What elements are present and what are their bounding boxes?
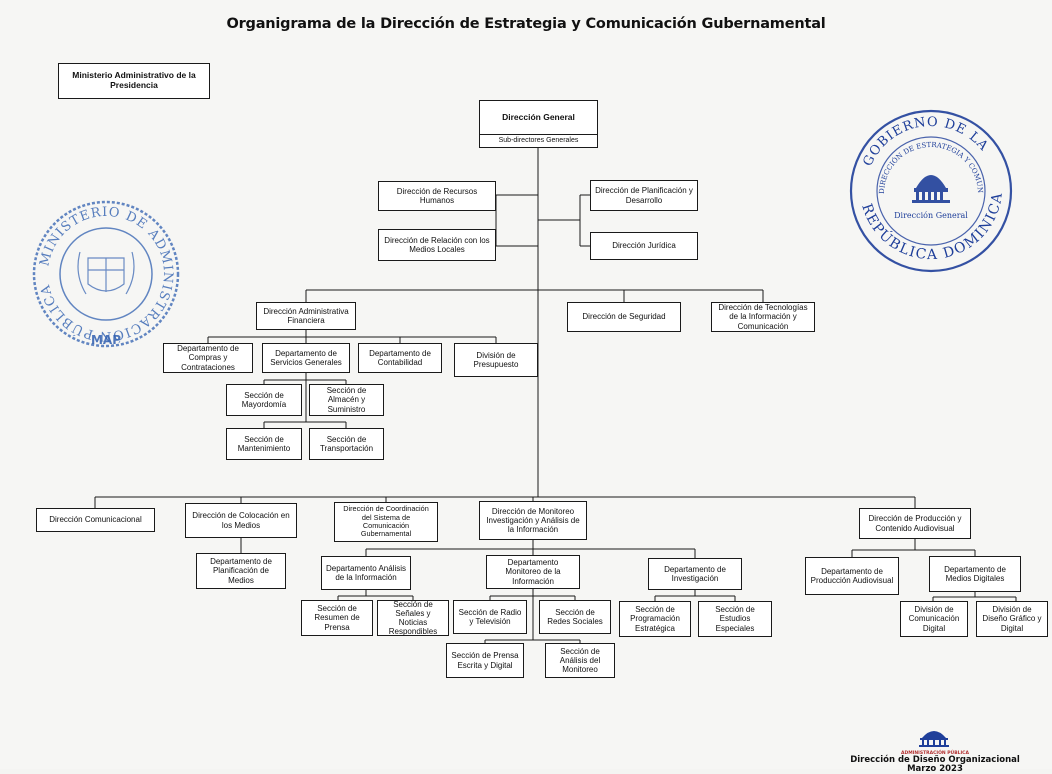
box-servicios-generales: Departamento de Servicios Generales	[262, 343, 350, 373]
page-title: Organigrama de la Dirección de Estrategi…	[226, 16, 826, 32]
footer-date: Marzo 2023	[907, 764, 963, 774]
box-relacion-medios: Dirección de Relación con los Medios Loc…	[378, 229, 496, 261]
box-produccion: Dirección de Producción y Contenido Audi…	[859, 508, 971, 539]
footer-logo-text: ADMINISTRACIÓN PÚBLICA	[901, 751, 969, 756]
box-adm-financiera: Dirección Administrativa Financiera	[256, 302, 356, 330]
box-monitoreo: Dirección de Monitoreo Investigación y A…	[479, 501, 587, 540]
box-mantenimiento: Sección de Mantenimiento	[226, 428, 302, 460]
footer-department: Dirección de Diseño Organizacional	[850, 755, 1020, 765]
gobierno-seal-center-text: Dirección General	[894, 211, 968, 220]
box-colocacion: Dirección de Colocación en los Medios	[185, 503, 297, 538]
box-comunicacion-digital: División de Comunicación Digital	[900, 601, 968, 637]
box-mayordomia: Sección de Mayordomía	[226, 384, 302, 416]
box-redes-sociales: Sección de Redes Sociales	[539, 600, 611, 634]
box-radio-tv: Sección de Radio y Televisión	[453, 600, 527, 634]
box-prensa-escrita: Sección de Prensa Escrita y Digital	[446, 643, 524, 678]
box-diseno-grafico: División de Diseño Gráfico y Digital	[976, 601, 1048, 637]
box-almacen: Sección de Almacén y Suministro	[309, 384, 384, 416]
box-programacion: Sección de Programación Estratégica	[619, 601, 691, 637]
box-compras: Departamento de Compras y Contrataciones	[163, 343, 253, 373]
box-contabilidad: Departamento de Contabilidad	[358, 343, 442, 373]
box-investigacion: Departamento de Investigación	[648, 558, 742, 590]
box-tecnologias: Dirección de Tecnologías de la Informaci…	[711, 302, 815, 332]
box-presupuesto: División de Presupuesto	[454, 343, 538, 377]
box-estudios: Sección de Estudios Especiales	[698, 601, 772, 637]
box-analisis-info: Departamento Análisis de la Información	[321, 556, 411, 590]
direccion-general-label: Dirección General	[502, 111, 575, 122]
box-seguridad: Dirección de Seguridad	[567, 302, 681, 332]
box-planificacion: Dirección de Planificación y Desarrollo	[590, 180, 698, 211]
box-medios-digitales: Departamento de Medios Digitales	[929, 556, 1021, 592]
ministerio-box: Ministerio Administrativo de la Presiden…	[58, 63, 210, 99]
box-senales-noticias: Sección de Señales y Noticias Respondibl…	[377, 600, 449, 636]
direccion-general-box: Dirección General Sub-directores General…	[479, 100, 598, 148]
gobierno-seal-icon: GOBIERNO DE LA DIRECCIÓN DE ESTRATEGIA Y…	[846, 106, 1013, 273]
map-seal-icon: MINISTERIO DE ADMINISTRACIÓN PÚBLICA MAP	[32, 200, 180, 348]
box-monitoreo-info: Departamento Monitoreo de la Información	[486, 555, 580, 589]
box-recursos-humanos: Dirección de Recursos Humanos	[378, 181, 496, 211]
box-planificacion-medios: Departamento de Planificación de Medios	[196, 553, 286, 589]
box-juridica: Dirección Jurídica	[590, 232, 698, 260]
box-resumen-prensa: Sección de Resumen de Prensa	[301, 600, 373, 636]
box-comunicacional: Dirección Comunicacional	[36, 508, 155, 532]
box-produccion-audiovisual: Departamento de Producción Audiovisual	[805, 557, 899, 595]
box-analisis-monitoreo: Sección de Análisis del Monitoreo	[545, 643, 615, 678]
map-seal-abbr: MAP	[91, 333, 121, 347]
box-transportacion: Sección de Transportación	[309, 428, 384, 460]
subdirectores-label: Sub-directores Generales	[480, 133, 597, 147]
administracion-publica-logo-icon	[919, 731, 949, 747]
box-coordinacion: Dirección de Coordinación del Sistema de…	[334, 502, 438, 542]
